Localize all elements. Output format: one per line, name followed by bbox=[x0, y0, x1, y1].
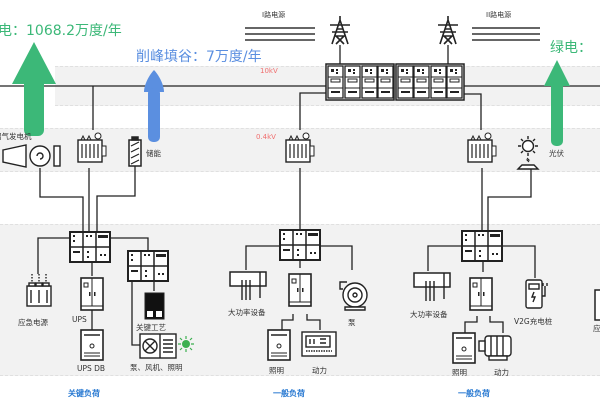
green-energy-arrow-left bbox=[12, 42, 56, 136]
storage-label: 储能 bbox=[146, 149, 161, 158]
solar-pv-icon bbox=[516, 136, 540, 170]
pump-fan-light-label: 泵、风机、照明 bbox=[130, 363, 183, 372]
sub-panel bbox=[127, 250, 169, 282]
pv-label: 光伏 bbox=[549, 149, 564, 158]
ups-db-icon bbox=[80, 329, 104, 361]
ups-label: UPS bbox=[72, 315, 87, 324]
source-i-label: I路电源 bbox=[262, 11, 286, 19]
lighting-box-icon bbox=[452, 332, 476, 364]
general-load-1-group-label: 一般负荷 bbox=[273, 389, 305, 398]
general-load-panel bbox=[279, 229, 321, 261]
cabinet-icon bbox=[288, 273, 312, 307]
tower-icon bbox=[329, 15, 351, 45]
gas-generator-icon bbox=[2, 144, 61, 168]
transformer-icon bbox=[467, 132, 497, 163]
lighting-box-icon bbox=[267, 329, 291, 361]
high-power-label: 大功率设备 bbox=[410, 310, 448, 319]
key-process-icon bbox=[144, 292, 165, 320]
green-energy-right-label: 绿电： bbox=[550, 40, 592, 56]
green-energy-arrow-right bbox=[544, 60, 570, 146]
partial-right-label: 应 bbox=[593, 324, 600, 333]
tower-icon bbox=[437, 15, 459, 45]
source-line-i bbox=[245, 27, 315, 41]
ups-icon bbox=[80, 277, 104, 311]
source-ii-label: II路电源 bbox=[486, 11, 512, 19]
emergency-power-icon bbox=[26, 274, 52, 307]
ups-db-label: UPS DB bbox=[77, 364, 106, 373]
pump-fan-icon bbox=[139, 333, 177, 359]
transformer-icon bbox=[77, 132, 107, 163]
critical-load-group-label: 关键负荷 bbox=[68, 389, 100, 398]
emergency-power-label: 应急电源 bbox=[18, 318, 48, 327]
high-power-label: 大功率设备 bbox=[228, 308, 266, 317]
partial-device-icon bbox=[594, 289, 600, 321]
voltage-10kv-label: 10kV bbox=[260, 67, 278, 75]
power-label: 动力 bbox=[494, 368, 509, 377]
gas-generator-label: 沼气发电机 bbox=[0, 132, 32, 141]
peak-shaving-arrow bbox=[144, 70, 164, 142]
lighting-indicator-icon bbox=[178, 336, 194, 352]
cabinet-icon bbox=[469, 277, 493, 311]
general-load-2-group-label: 一般负荷 bbox=[458, 389, 490, 398]
bus-10kv bbox=[0, 85, 600, 130]
lighting-label: 照明 bbox=[269, 366, 284, 375]
pump-label: 泵 bbox=[348, 318, 356, 327]
high-power-device-icon bbox=[229, 271, 267, 301]
general-load-panel bbox=[461, 230, 503, 262]
v2g-charger-icon bbox=[525, 279, 548, 309]
power-label: 动力 bbox=[312, 366, 327, 375]
voltage-04kv-label: 0.4kV bbox=[256, 133, 276, 141]
switchgear-10kv bbox=[325, 63, 465, 101]
peak-shaving-label: 削峰填谷：7万度/年 bbox=[136, 49, 262, 65]
bus-04kv bbox=[39, 166, 532, 232]
pump-icon bbox=[339, 281, 368, 311]
high-power-device-icon bbox=[413, 272, 451, 302]
motor-icon bbox=[478, 335, 512, 361]
transformer-icon bbox=[285, 132, 315, 163]
lighting-label: 照明 bbox=[452, 368, 467, 377]
green-energy-left-label: 电：1068.2万度/年 bbox=[0, 23, 122, 39]
key-process-label: 关键工艺 bbox=[136, 323, 166, 332]
source-line-ii bbox=[472, 27, 540, 41]
v2g-label: V2G充电桩 bbox=[514, 317, 553, 326]
critical-load-panel bbox=[69, 231, 111, 263]
power-controller-icon bbox=[301, 331, 337, 357]
battery-storage-icon bbox=[128, 136, 142, 167]
